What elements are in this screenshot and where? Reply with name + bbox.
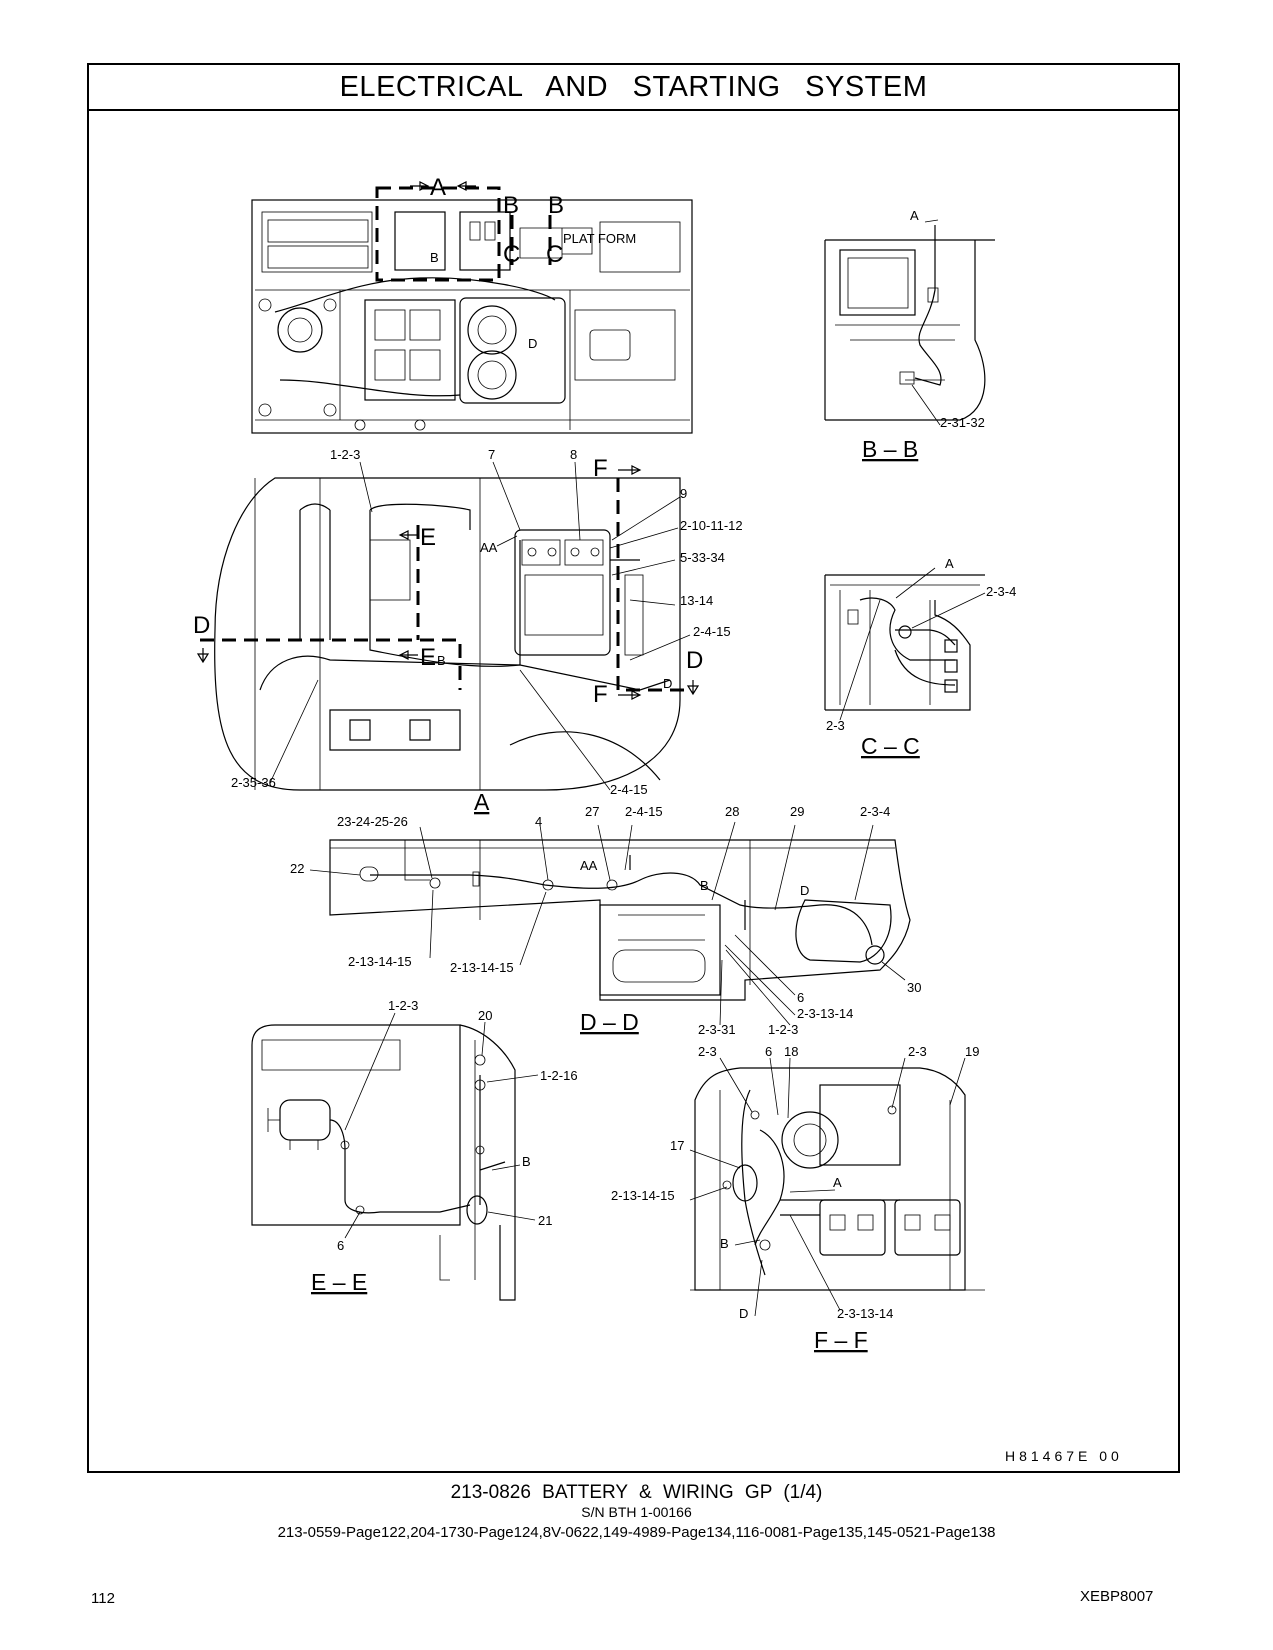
view-ff: 2-3 6 18 2-3 19 17 2-13-14-15 A B D 2-3-… xyxy=(611,1044,985,1353)
view-bb: A 2-31-32 B – B xyxy=(824,208,995,462)
svg-text:18: 18 xyxy=(784,1044,798,1059)
svg-text:B: B xyxy=(522,1154,531,1169)
svg-text:B: B xyxy=(720,1236,729,1251)
svg-text:PLAT FORM: PLAT FORM xyxy=(563,231,636,246)
svg-text:2-4-15: 2-4-15 xyxy=(625,804,663,819)
section-marker-C-left: C xyxy=(503,241,520,268)
svg-text:22: 22 xyxy=(290,861,304,876)
svg-text:21: 21 xyxy=(538,1213,552,1228)
view-cc-label: C – C xyxy=(861,733,920,759)
section-marker-B-right: B xyxy=(548,192,564,219)
svg-text:6: 6 xyxy=(337,1238,344,1253)
page-references: 213-0559-Page122,204-1730-Page124,8V-062… xyxy=(277,1524,996,1541)
svg-text:D: D xyxy=(686,647,703,674)
view-a-label: A xyxy=(474,789,490,815)
svg-text:1-2-3: 1-2-3 xyxy=(388,998,418,1013)
svg-text:B: B xyxy=(430,250,439,265)
part-title: 213-0826 BATTERY & WIRING GP (1/4) xyxy=(450,1482,823,1503)
svg-text:5-33-34: 5-33-34 xyxy=(680,550,725,565)
view-ee-label: E – E xyxy=(311,1269,367,1295)
svg-text:2-3-4: 2-3-4 xyxy=(860,804,890,819)
svg-text:20: 20 xyxy=(478,1008,492,1023)
svg-text:13-14: 13-14 xyxy=(680,593,713,608)
svg-text:D: D xyxy=(528,336,537,351)
svg-text:E: E xyxy=(420,524,436,551)
illustration-id: H81467E 00 xyxy=(1005,1448,1123,1464)
svg-text:F: F xyxy=(593,455,608,482)
section-marker-B-left: B xyxy=(503,192,519,219)
svg-text:AA: AA xyxy=(480,540,498,555)
svg-text:7: 7 xyxy=(488,447,495,462)
svg-text:4: 4 xyxy=(535,814,542,829)
section-marker-C-right: C xyxy=(546,241,563,268)
svg-text:AA: AA xyxy=(580,858,598,873)
svg-text:2-35-36: 2-35-36 xyxy=(231,775,276,790)
svg-text:2-3: 2-3 xyxy=(698,1044,717,1059)
svg-text:2-3-31: 2-3-31 xyxy=(698,1022,736,1037)
svg-text:2-3: 2-3 xyxy=(826,718,845,733)
svg-text:2-4-15: 2-4-15 xyxy=(693,624,731,639)
svg-text:6: 6 xyxy=(765,1044,772,1059)
svg-text:2-3: 2-3 xyxy=(908,1044,927,1059)
svg-text:D: D xyxy=(800,883,809,898)
svg-text:2-13-14-15: 2-13-14-15 xyxy=(450,960,514,975)
svg-text:F: F xyxy=(593,681,608,708)
svg-text:30: 30 xyxy=(907,980,921,995)
svg-text:27: 27 xyxy=(585,804,599,819)
svg-text:2-3-4: 2-3-4 xyxy=(986,584,1016,599)
svg-text:2-31-32: 2-31-32 xyxy=(940,415,985,430)
view-ff-label: F – F xyxy=(814,1327,868,1353)
view-dd-label: D – D xyxy=(580,1009,639,1035)
svg-text:A: A xyxy=(945,556,954,571)
svg-text:8: 8 xyxy=(570,447,577,462)
svg-text:9: 9 xyxy=(680,486,687,501)
svg-text:B: B xyxy=(437,653,446,668)
svg-text:6: 6 xyxy=(797,990,804,1005)
svg-text:23-24-25-26: 23-24-25-26 xyxy=(337,814,408,829)
view-a: F F E E D D B D AA 1-2-3 7 8 9 2-10-11-1… xyxy=(193,447,743,815)
page-number: 112 xyxy=(91,1590,115,1607)
view-ee: 1-2-3 20 1-2-16 B 21 6 E – E xyxy=(251,998,578,1301)
svg-text:A: A xyxy=(833,1175,842,1190)
svg-text:E: E xyxy=(420,644,436,671)
view-cc: A 2-3-4 2-3 C – C xyxy=(824,556,1016,759)
svg-text:2-13-14-15: 2-13-14-15 xyxy=(611,1188,675,1203)
svg-text:2-10-11-12: 2-10-11-12 xyxy=(680,518,743,533)
svg-text:17: 17 xyxy=(670,1138,684,1153)
svg-text:1-2-3: 1-2-3 xyxy=(330,447,360,462)
svg-text:2-4-15: 2-4-15 xyxy=(610,782,648,797)
page-title: ELECTRICAL AND STARTING SYSTEM xyxy=(89,65,1178,111)
section-marker-A: A xyxy=(430,174,446,201)
view-dd: AA B D 23-24-25-26 4 27 2-4-15 28 29 2-3… xyxy=(290,804,921,1037)
svg-text:D: D xyxy=(739,1306,748,1321)
svg-text:19: 19 xyxy=(965,1044,979,1059)
svg-text:D: D xyxy=(663,676,672,691)
overview-view: A B B C C B D PLAT FORM xyxy=(251,174,693,434)
view-bb-label: B – B xyxy=(862,436,918,462)
svg-text:28: 28 xyxy=(725,804,739,819)
serial-number: S/N BTH 1-00166 xyxy=(581,1504,692,1520)
svg-text:2-3-13-14: 2-3-13-14 xyxy=(797,1006,853,1021)
document-code: XEBP8007 xyxy=(1080,1588,1154,1605)
svg-text:D: D xyxy=(193,612,210,639)
svg-text:2-13-14-15: 2-13-14-15 xyxy=(348,954,412,969)
svg-text:29: 29 xyxy=(790,804,804,819)
svg-text:1-2-3: 1-2-3 xyxy=(768,1022,798,1037)
svg-text:1-2-16: 1-2-16 xyxy=(540,1068,578,1083)
drawing-frame: ELECTRICAL AND STARTING SYSTEM xyxy=(87,63,1180,1473)
svg-text:2-3-13-14: 2-3-13-14 xyxy=(837,1306,893,1321)
svg-text:B: B xyxy=(700,878,709,893)
svg-text:A: A xyxy=(910,208,919,223)
